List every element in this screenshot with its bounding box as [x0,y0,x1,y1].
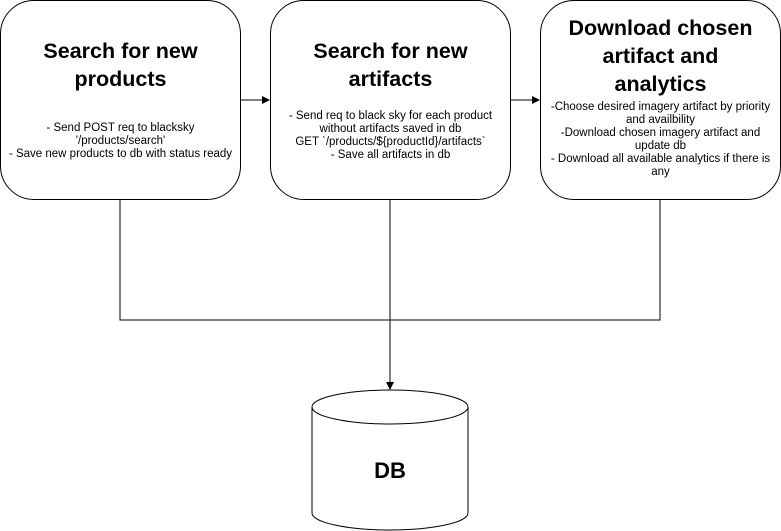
step-title: Search for new artifacts [271,37,510,93]
step-title-line: artifacts [348,67,433,91]
step-description-line: GET `/products/${productId}/artifacts` [295,136,486,148]
step-description-line: -Choose desired imagery artifact by prio… [550,101,771,113]
step-description: - Send POST req to blacksky '/products/s… [1,122,240,161]
step-title: Download chosen artifact and analytics [541,14,780,98]
connector-download-to-db [390,200,661,321]
step-box-search-artifacts: Search for new artifacts - Send req to b… [270,0,511,200]
step-title-line: products [74,67,167,91]
step-title-line: artifact and [602,44,719,68]
step-box-download-artifact: Download chosen artifact and analytics -… [540,0,781,200]
step-description-line: - Save new products to db with status re… [8,148,233,160]
step-title-line: Search for new [43,39,198,63]
step-title-line: analytics [614,72,707,96]
step-description-line: without artifacts saved in db [319,123,462,135]
step-description-line: -Download chosen imagery artifact and [560,127,761,139]
step-description-line: any [651,166,670,178]
step-description: -Choose desired imagery artifact by prio… [541,101,780,179]
step-description-line: and availbility [625,114,696,126]
database-cylinder [311,389,469,531]
step-description-line: - Download all available analytics if th… [550,153,771,165]
step-description-line: - Send POST req to blacksky [46,122,195,134]
step-description-line: - Send req to black sky for each product [288,110,493,122]
step-description-line: '/products/search' [75,135,166,147]
step-title-line: Download chosen [568,16,753,40]
step-title-line: Search for new [313,39,468,63]
step-description: - Send req to black sky for each product… [271,110,510,162]
step-description-line: update db [634,140,687,152]
database-label: DB [374,458,406,483]
step-box-search-products: Search for new products - Send POST req … [0,0,241,200]
step-description-line: - Save all artifacts in db [330,149,451,161]
connector-products-to-db [119,200,390,321]
step-title: Search for new products [1,37,240,93]
